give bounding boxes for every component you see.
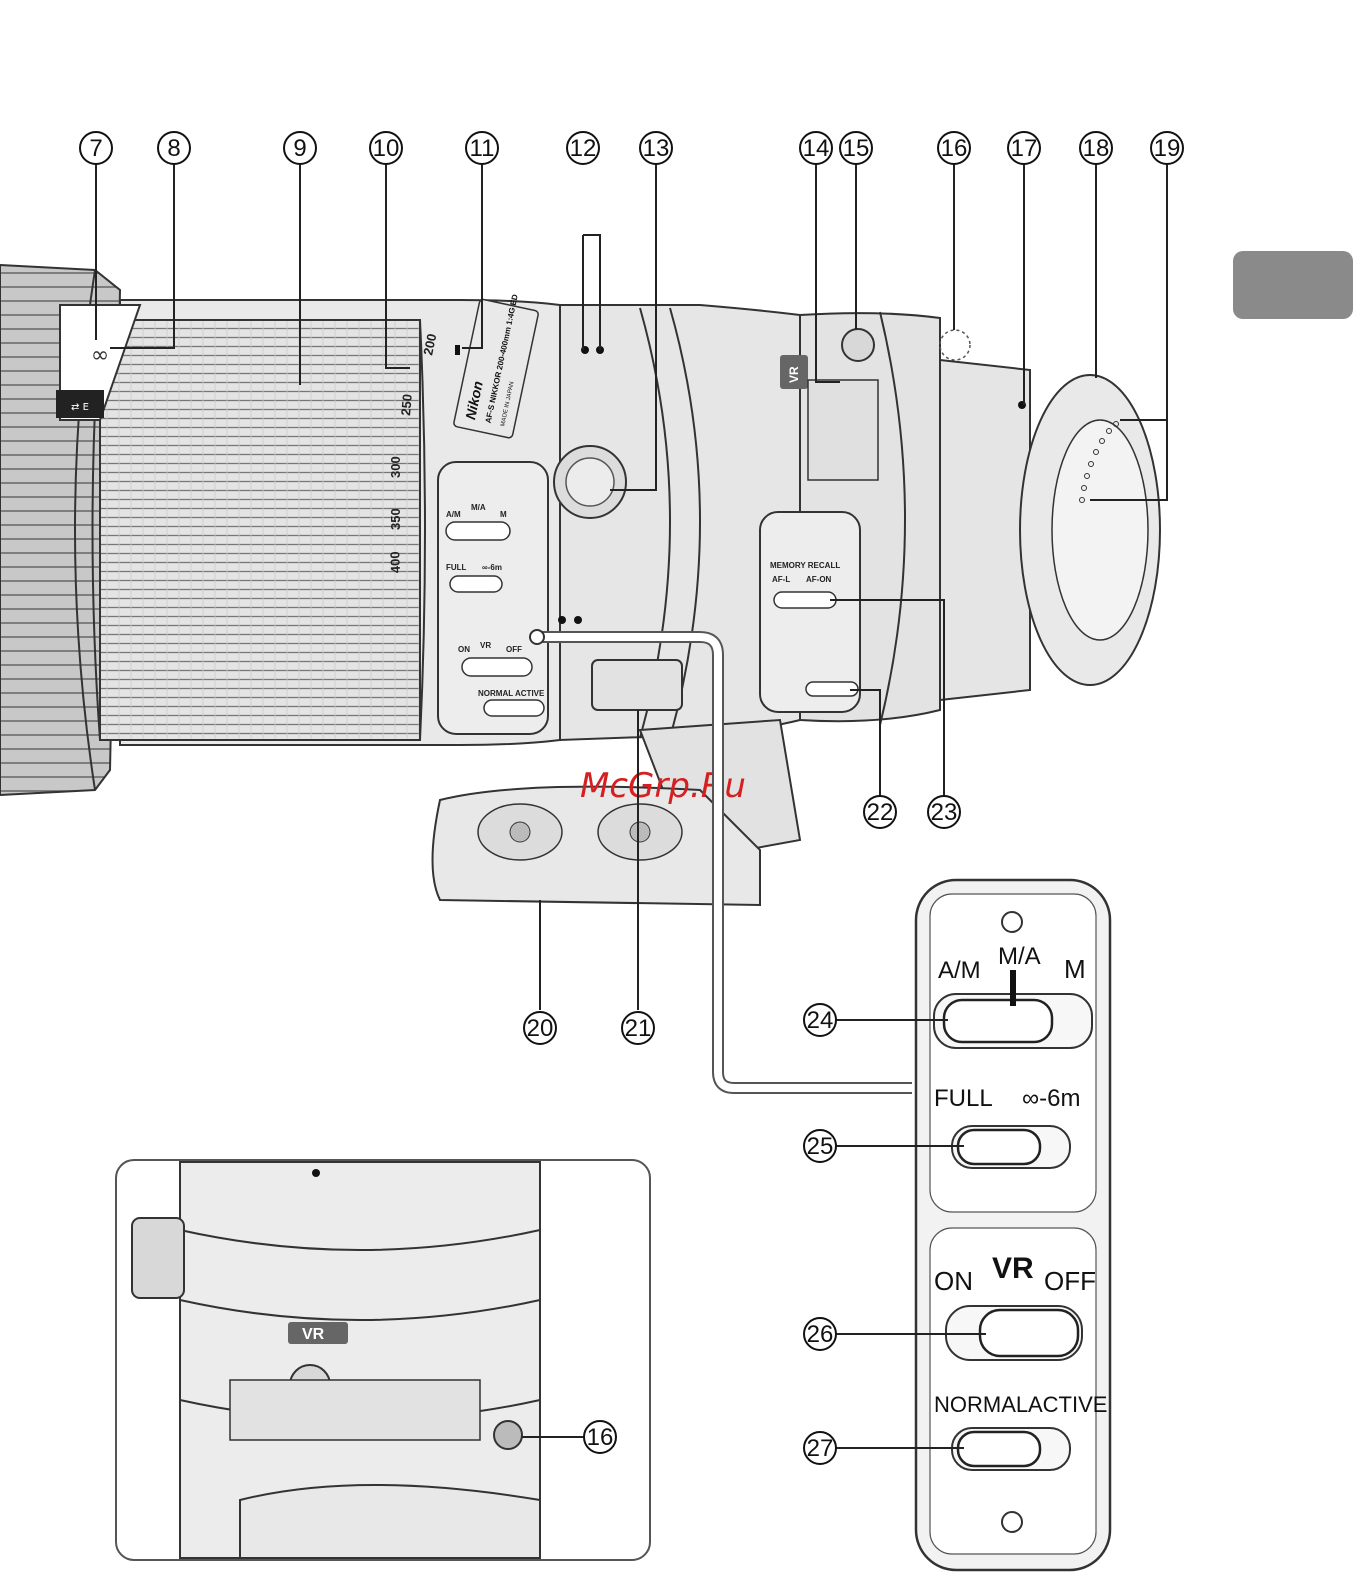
svg-text:15: 15 [843,135,870,162]
inset-feature-16[interactable] [494,1421,522,1449]
callout-24: 24 [804,1004,836,1036]
svg-text:21: 21 [625,1015,652,1042]
callout-15: 15 [840,132,872,164]
tripod-foot-lock[interactable] [592,660,682,710]
memory-set-button[interactable] [842,329,874,361]
svg-text:20: 20 [527,1015,554,1042]
focus-mode-m-label: M [1064,954,1086,984]
callout-13: 13 [640,132,672,164]
memory-recall-title: MEMORY RECALL [770,561,840,570]
focus-mode-am-label: A/M [938,957,981,984]
focal-300: 300 [388,456,403,478]
callout-10: 10 [370,132,402,164]
inset-vr-badge: VR [302,1326,325,1343]
callout-20: 20 [524,1012,556,1044]
distance-index-marks: ⇄ E [71,402,89,413]
svg-text:19: 19 [1154,135,1181,162]
svg-text:8: 8 [167,135,180,162]
callout-17: 17 [1008,132,1040,164]
vr-switch[interactable] [980,1310,1078,1356]
focus-limit-full-label: FULL [934,1085,993,1112]
focus-limit-6m-label: ∞-6m [1022,1085,1080,1112]
memory-recall-afl: AF-L [772,575,790,584]
callout-8: 8 [158,132,190,164]
vr-active-label: ACTIVE [1028,1392,1107,1417]
panel-vr-slider[interactable] [462,658,532,676]
svg-text:9: 9 [293,135,306,162]
callout-7: 7 [80,132,112,164]
svg-text:27: 27 [807,1435,834,1462]
callout-27: 27 [804,1432,836,1464]
zoom-ring [100,320,420,740]
callout-12: 12 [567,132,599,164]
vr-badge: VR [787,366,801,383]
callout-9: 9 [284,132,316,164]
vr-off-label: OFF [1044,1266,1096,1296]
svg-text:12: 12 [570,135,597,162]
panel-am: A/M [446,510,461,519]
panel-6m: ∞-6m [482,563,502,572]
vr-mode-switch[interactable] [958,1432,1040,1466]
vr-on-label: ON [934,1266,973,1296]
memory-recall-slider[interactable] [774,592,836,608]
focus-limit-switch[interactable] [958,1130,1040,1164]
panel-m: M [500,510,507,519]
callout-19: 19 [1151,132,1183,164]
panel-normal: NORMAL [478,689,513,698]
callout-23: 23 [928,796,960,828]
memory-recall-afon: AF-ON [806,575,832,584]
panel-full: FULL [446,563,467,572]
svg-text:16: 16 [587,1424,614,1451]
focal-350: 350 [388,508,403,530]
callout-14: 14 [800,132,832,164]
svg-text:16: 16 [941,135,968,162]
callout-25: 25 [804,1130,836,1162]
svg-text:18: 18 [1083,135,1110,162]
panel-active: ACTIVE [515,689,545,698]
vr-normal-label: NORMAL [934,1392,1028,1417]
callout-16: 16 [938,132,970,164]
svg-text:23: 23 [931,799,958,826]
callout-22: 22 [864,796,896,828]
focus-mode-ma-label: M/A [998,943,1041,970]
callout-16-inset: 16 [584,1421,616,1453]
callout-11: 11 [466,132,498,164]
svg-text:17: 17 [1011,135,1038,162]
panel-focus-limit-slider[interactable] [450,576,502,592]
callout-18: 18 [1080,132,1112,164]
panel-vr-mode-slider[interactable] [484,700,544,716]
svg-text:24: 24 [807,1007,834,1034]
svg-text:25: 25 [807,1133,834,1160]
callout-26: 26 [804,1318,836,1350]
panel-vr-title: VR [480,641,491,650]
svg-text:7: 7 [89,135,102,162]
focus-mode-switch[interactable] [944,1000,1052,1042]
zoom-index-mark [455,345,460,355]
svg-text:10: 10 [373,135,400,162]
panel-focus-mode-slider[interactable] [446,522,510,540]
focal-250: 250 [398,393,415,416]
inset-knob[interactable] [132,1218,184,1298]
svg-text:11: 11 [470,135,495,162]
focal-400: 400 [387,551,403,573]
section-tab [1233,251,1353,319]
callout-21: 21 [622,1012,654,1044]
svg-text:22: 22 [867,799,894,826]
panel-ma: M/A [471,503,486,512]
svg-text:14: 14 [803,135,830,162]
infinity-mark: ∞ [91,343,109,368]
panel-vr-off: OFF [506,645,522,654]
rear-mount-position [940,330,970,360]
svg-text:13: 13 [643,135,670,162]
vr-title: VR [992,1252,1034,1285]
lens-mount-barrel [940,360,1030,700]
svg-text:26: 26 [807,1321,834,1348]
panel-vr-on: ON [458,645,470,654]
